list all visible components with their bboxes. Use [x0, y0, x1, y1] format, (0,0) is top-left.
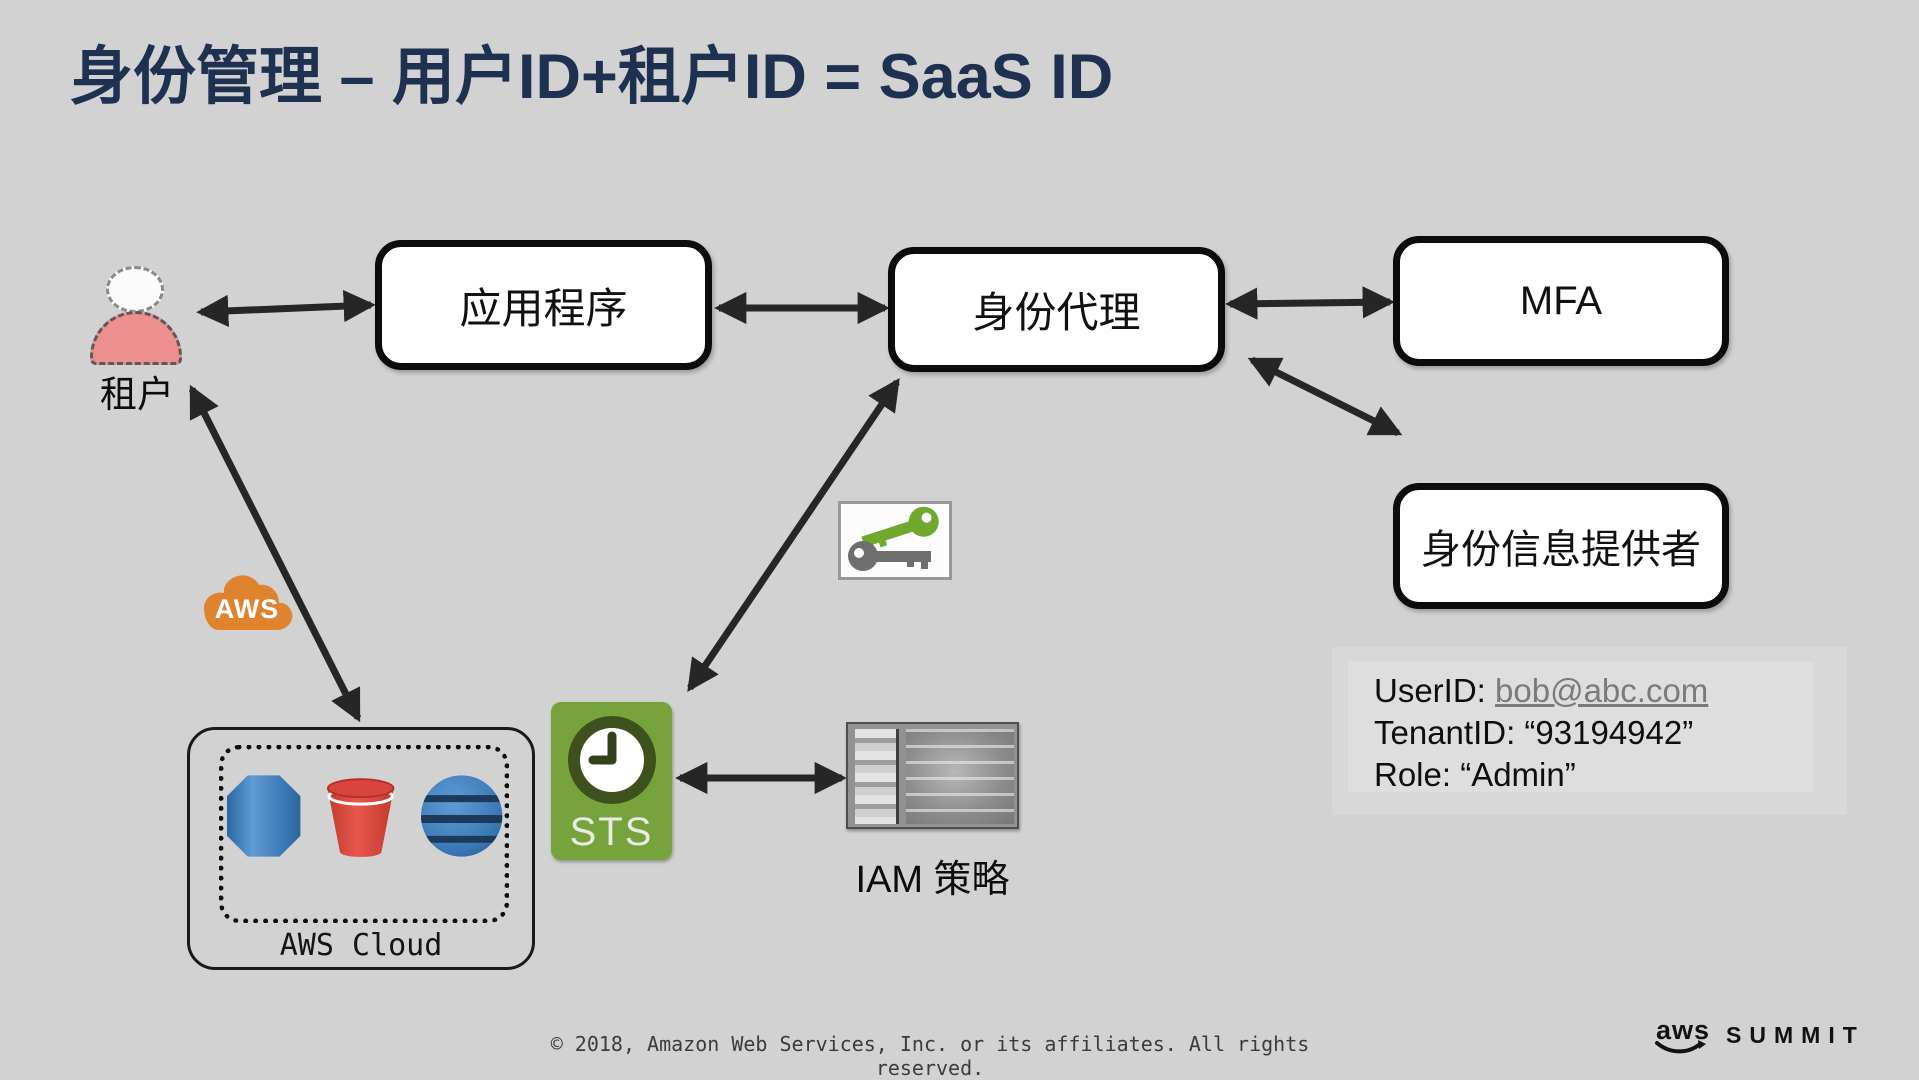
- sts-icon: STS: [551, 702, 672, 860]
- key-pair-icon: [838, 501, 952, 580]
- clock-icon: [568, 716, 656, 804]
- aws-smile-icon: [1655, 1040, 1706, 1054]
- aws-badge-cloud-shape: [204, 575, 293, 630]
- summit-logo-text: SUMMIT: [1726, 1022, 1865, 1048]
- tenant-id-line: TenantID: “93194942”: [1374, 714, 1694, 751]
- aws-cloud-dotted-boundary: [219, 745, 509, 923]
- application-label: 应用程序: [459, 284, 628, 332]
- application-box: 应用程序: [375, 240, 712, 370]
- tenant-person-body-icon: [90, 311, 182, 365]
- tenant-label: 租户: [100, 374, 174, 415]
- aws-cloud-group: AWS Cloud: [187, 727, 535, 970]
- identity-provider-box: 身份信息提供者: [1393, 483, 1729, 609]
- arrow-broker-mfa: [1225, 286, 1395, 320]
- aws-smile-logo: aws: [1655, 1015, 1711, 1054]
- iam-policy-icon-left-pane: [855, 729, 899, 824]
- identity-provider-label: 身份信息提供者: [1421, 528, 1701, 572]
- iam-policy-icon: [846, 722, 1019, 829]
- arrow-tenant-awscloud: [188, 384, 362, 723]
- tenant-person-head-icon: [106, 266, 164, 313]
- aws-cloud-badge-icon: AWS: [197, 570, 297, 636]
- s3-bucket-icon: [327, 778, 395, 857]
- copyright-text: © 2018, Amazon Web Services, Inc. or its…: [550, 1032, 1310, 1080]
- identity-card-inner: UserID: bob@abc.com TenantID: “93194942”…: [1348, 662, 1814, 793]
- role-line: Role: “Admin”: [1374, 756, 1576, 793]
- user-id-link[interactable]: bob@abc.com: [1495, 672, 1709, 709]
- user-id-label: UserID:: [1374, 672, 1496, 709]
- aws-cloud-group-label: AWS Cloud: [279, 928, 443, 963]
- user-id-line: UserID: bob@abc.com: [1374, 670, 1814, 712]
- aws-badge-label: AWS: [214, 594, 280, 624]
- aws-summit-logo: aws SUMMIT: [1655, 1015, 1865, 1054]
- iam-policy-label: IAM 策略: [855, 859, 1010, 901]
- identity-broker-box: 身份代理: [888, 247, 1225, 372]
- aws-logo-text: aws: [1656, 1015, 1711, 1045]
- green-key-icon: [861, 506, 939, 554]
- arrow-tenant-application: [196, 290, 376, 327]
- cache-db-sphere-icon: [420, 775, 503, 857]
- identity-card: UserID: bob@abc.com TenantID: “93194942”…: [1332, 647, 1847, 815]
- database-octagon-icon: [226, 775, 301, 857]
- mfa-box: MFA: [1393, 236, 1729, 366]
- sts-label: STS: [569, 810, 654, 854]
- arrow-broker-idp: [1247, 356, 1403, 437]
- page-title: 身份管理 – 用户ID+租户ID = SaaS ID: [70, 42, 1114, 112]
- gray-key-icon: [848, 541, 931, 571]
- identity-broker-label: 身份代理: [972, 289, 1141, 336]
- iam-policy-icon-right-pane: [906, 729, 1014, 824]
- mfa-label: MFA: [1519, 278, 1603, 323]
